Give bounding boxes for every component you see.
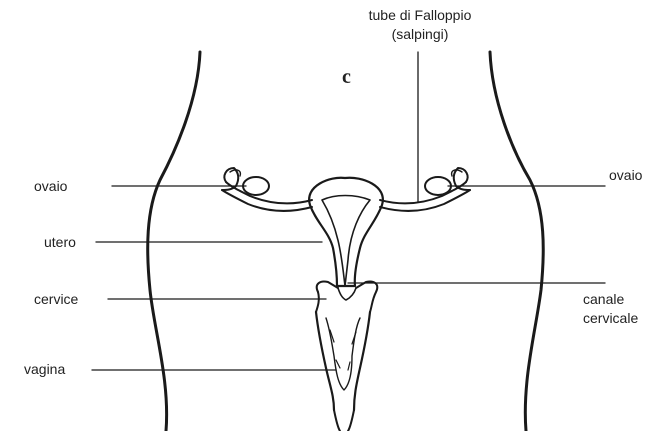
- torso-outline-right: [490, 52, 543, 431]
- ovary-left-shape: [243, 177, 269, 195]
- label-vagina: vagina: [24, 360, 65, 379]
- label-ovary-right: ovaio: [609, 166, 642, 185]
- label-fallopian-tubes: tube di Falloppio (salpingi): [340, 6, 500, 44]
- label-fallopian-tubes-line1: tube di Falloppio: [340, 6, 500, 25]
- label-cervical-canal-line2: cervicale: [583, 309, 638, 328]
- vagina-lumen: [326, 318, 360, 390]
- ovary-right-shape: [425, 177, 451, 195]
- uterus-body: [309, 178, 383, 286]
- label-uterus: utero: [44, 233, 76, 252]
- label-cervical-canal: canale cervicale: [583, 290, 638, 328]
- label-cervix: cervice: [34, 290, 78, 309]
- vagina-wall-left: [316, 312, 334, 410]
- label-ovary-left: ovaio: [34, 177, 67, 196]
- label-fallopian-tubes-line2: (salpingi): [340, 25, 500, 44]
- label-cervical-canal-line1: canale: [583, 290, 638, 309]
- figure-letter: c: [342, 66, 351, 89]
- vaginal-opening: [334, 410, 354, 431]
